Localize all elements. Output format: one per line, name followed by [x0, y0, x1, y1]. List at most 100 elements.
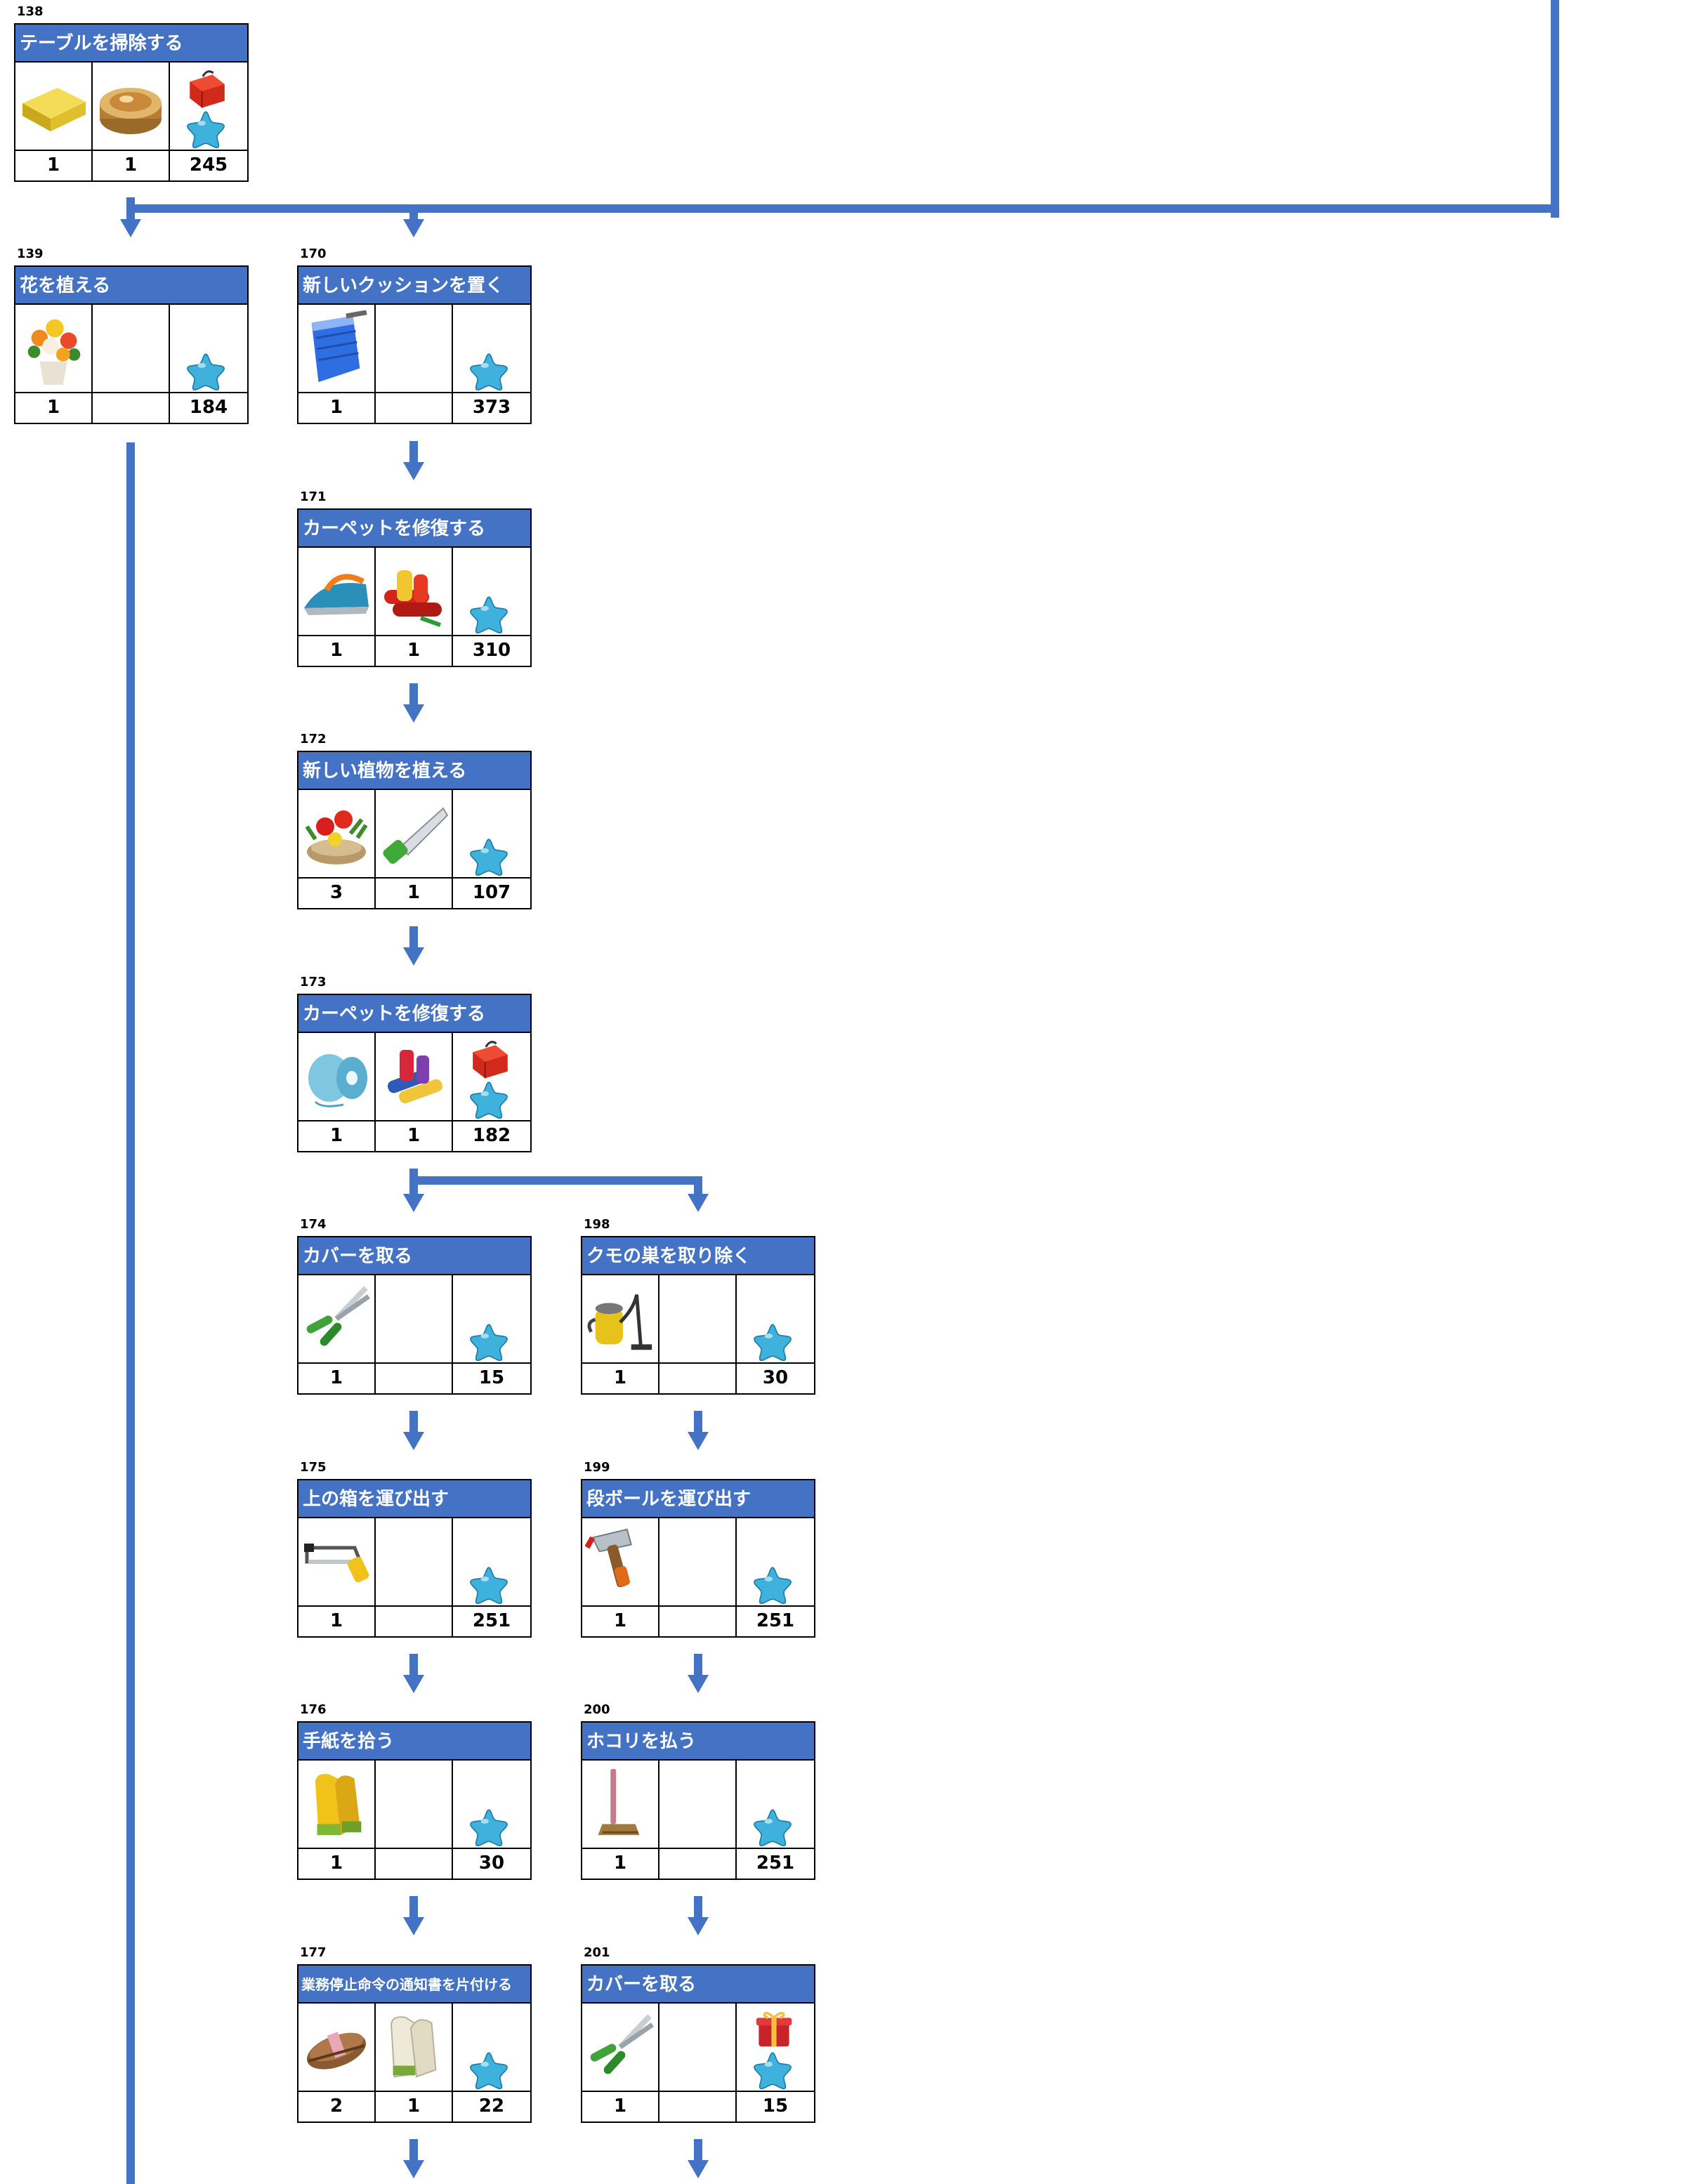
- task-title: 新しい植物を植える: [298, 752, 530, 790]
- task-card: 139 花を植える 1 184: [14, 246, 249, 424]
- item-count: [93, 393, 170, 423]
- task-card: 201 カバーを取る 1 15: [581, 1945, 815, 2123]
- flower-bouquet-icon: [18, 310, 88, 386]
- reward-cell: [453, 1275, 530, 1362]
- reward-count: 15: [762, 2096, 789, 2117]
- reward-count: 22: [478, 2096, 505, 2117]
- reward-cell: [453, 1033, 530, 1120]
- reward-count: 251: [756, 1610, 795, 1631]
- task-card: 174 カバーを取る 1 15: [297, 1217, 532, 1395]
- task-number: 174: [300, 1217, 327, 1232]
- red-toolbox-icon: [468, 1037, 512, 1079]
- red-fabric-rolls-icon: [379, 553, 449, 629]
- broom-icon: [585, 1766, 655, 1842]
- item-count: [376, 1364, 453, 1393]
- reward-count: 251: [472, 1610, 511, 1631]
- task-title: カーペットを修復する: [298, 510, 530, 548]
- task-card: 177 業務停止命令の通知書を片付ける 2 1 22: [297, 1945, 532, 2123]
- task-number: 200: [584, 1702, 610, 1717]
- star-icon: [468, 353, 509, 390]
- reward-count: 182: [472, 1125, 511, 1146]
- reward-cell: [737, 2004, 814, 2091]
- item-count: 1: [582, 1607, 659, 1636]
- reward-cell: [453, 1761, 530, 1848]
- reward-cell: [170, 63, 247, 150]
- task-title: テーブルを掃除する: [15, 25, 247, 63]
- reward-cell: [453, 1518, 530, 1605]
- star-icon: [468, 1323, 509, 1361]
- reward-count: 373: [472, 397, 511, 418]
- item-count: [376, 393, 453, 423]
- item-cell: [298, 1275, 376, 1362]
- star-icon: [752, 1323, 793, 1361]
- reward-cell: [737, 1518, 814, 1605]
- item-count: 3: [298, 879, 376, 908]
- item-cell: [298, 548, 376, 635]
- item-count: [376, 1849, 453, 1879]
- star-icon: [468, 1808, 509, 1846]
- star-icon: [752, 1566, 793, 1604]
- task-title: 業務停止命令の通知書を片付ける: [298, 1966, 530, 2004]
- task-card: 172 新しい植物を植える 3 1 107: [297, 732, 532, 909]
- star-icon: [468, 838, 509, 876]
- item-cell: [659, 1275, 737, 1362]
- task-number: 139: [17, 246, 44, 261]
- task-title: 段ボールを運び出す: [582, 1480, 814, 1518]
- star-icon: [468, 1566, 509, 1604]
- task-card: 200 ホコリを払う 1 251: [581, 1702, 815, 1880]
- pruning-shears-icon: [585, 2009, 655, 2085]
- star-icon: [752, 2051, 793, 2089]
- item-count: 1: [582, 1849, 659, 1879]
- star-icon: [185, 353, 226, 390]
- item-count: [659, 1607, 737, 1636]
- reward-cell: [453, 790, 530, 877]
- item-count: 1: [582, 2092, 659, 2121]
- item-cell: [376, 1275, 453, 1362]
- task-card: 171 カーペットを修復する 1 1 310: [297, 489, 532, 667]
- task-number: 172: [300, 732, 327, 746]
- item-count: 1: [93, 151, 170, 180]
- item-cell: [298, 1761, 376, 1848]
- item-cell: [376, 1761, 453, 1848]
- task-number: 201: [584, 1945, 610, 1960]
- item-cell: [376, 1518, 453, 1605]
- item-cell: [298, 2004, 376, 2091]
- red-toolbox-icon: [185, 67, 229, 109]
- white-gloves-icon: [379, 2009, 449, 2085]
- hammer-icon: [585, 1524, 655, 1600]
- reward-count: 310: [472, 640, 511, 661]
- item-cell: [582, 2004, 659, 2091]
- item-count: 1: [298, 636, 376, 666]
- task-title: カバーを取る: [298, 1237, 530, 1275]
- item-cell: [376, 790, 453, 877]
- item-cell: [376, 1033, 453, 1120]
- item-cell: [93, 305, 170, 392]
- item-count: 1: [298, 1849, 376, 1879]
- red-flower-pot-icon: [301, 796, 372, 871]
- item-cell: [15, 63, 93, 150]
- reward-cell: [453, 305, 530, 392]
- star-icon: [468, 2051, 509, 2089]
- reward-count: 15: [478, 1367, 505, 1388]
- item-cell: [298, 1518, 376, 1605]
- task-title: 上の箱を運び出す: [298, 1480, 530, 1518]
- task-title: 手紙を拾う: [298, 1723, 530, 1761]
- item-cell: [659, 1518, 737, 1605]
- reward-cell: [737, 1275, 814, 1362]
- item-count: 1: [298, 1364, 376, 1393]
- item-cell: [376, 548, 453, 635]
- item-count: 1: [15, 151, 93, 180]
- star-icon: [752, 1808, 793, 1846]
- task-card: 199 段ボールを運び出す 1 251: [581, 1460, 815, 1638]
- item-count: 1: [298, 393, 376, 423]
- green-saw-icon: [379, 796, 449, 871]
- item-count: 1: [376, 879, 453, 908]
- item-cell: [582, 1275, 659, 1362]
- task-card: 175 上の箱を運び出す 1 251: [297, 1460, 532, 1638]
- item-cell: [582, 1518, 659, 1605]
- task-card: 170 新しいクッションを置く 1 373: [297, 246, 532, 424]
- task-number: 199: [584, 1460, 610, 1475]
- item-cell: [93, 63, 170, 150]
- item-cell: [298, 1033, 376, 1120]
